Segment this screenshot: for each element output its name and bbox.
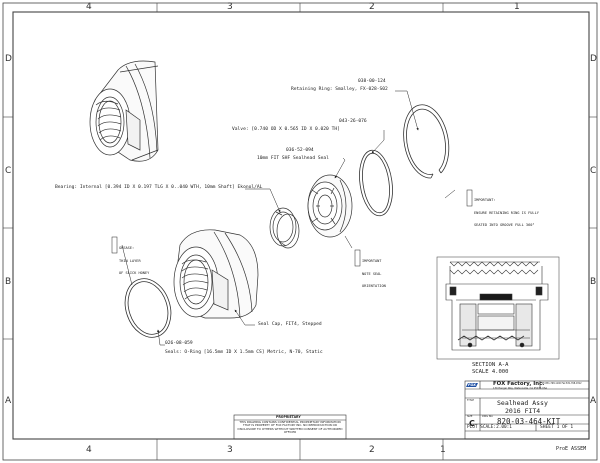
retaining-note-line: ENSURE RETAINING RING IS FULLY (474, 210, 539, 215)
seal-cap-description: Seal Cap, FIT4, Stepped (258, 322, 322, 327)
retaining-note-line: IMPORTANT: (474, 198, 496, 203)
valve-part-number: 043-26-076 (339, 119, 367, 124)
seal-orientation-note: IMPORTANT NOTE SEAL ORIENTATION (362, 251, 386, 292)
company-phone: Ph:831-768-1100 Fax:831-768-9312 (542, 382, 582, 385)
seal-part-number: 036-52-094 (286, 148, 314, 153)
drawing-number: 820-03-464-KIT (497, 417, 561, 426)
seal-description: 10mm FIT SHF Sealhead Seal (257, 156, 329, 161)
sealhead-seal-drawing (307, 174, 353, 238)
zone-bottom-2: 2 (369, 445, 375, 455)
valve-description: Valve: [0.740 OD X 0.565 ID X 0.020 TH] (232, 127, 340, 132)
size-value: C (469, 419, 475, 428)
zone-top-2: 2 (369, 2, 375, 12)
zone-left-a: A (5, 396, 12, 406)
drawing-title-line1: Sealhead Assy (497, 399, 548, 407)
zone-right-b: B (590, 277, 597, 287)
zone-right-c: C (590, 166, 597, 176)
retaining-note-line: SEATED INTO GROOVE FULL 360° (474, 223, 535, 227)
grease-note: GREASE: THIN LAYER OF SLICK HONEY (119, 238, 149, 279)
note-markers (111, 189, 473, 267)
zone-left-c: C (5, 166, 12, 176)
proe-assem: ProE ASSEM (556, 446, 587, 452)
zone-right-a: A (590, 396, 597, 406)
zone-left-b: B (5, 277, 12, 287)
oring-description: Seals: O-Ring [16.5mm ID X 1.5mm CS] Met… (165, 350, 323, 355)
valve-washer-drawing (359, 149, 393, 217)
section-view (436, 256, 560, 360)
drawing-title-line2: 2016 FIT4 (505, 407, 541, 415)
retaining-ring-part-number: 038-00-124 (358, 79, 386, 84)
leader-lines (121, 90, 456, 346)
plot-scale: PLOT SCALE:2.00:1 (467, 424, 512, 430)
title-block (233, 380, 590, 440)
section-scale: SCALE 4.000 (472, 369, 509, 375)
zone-top-1: 1 (514, 2, 520, 12)
oring-drawing (124, 278, 172, 338)
seal-cap-lower (173, 229, 259, 319)
retaining-note: IMPORTANT: ENSURE RETAINING RING IS FULL… (474, 190, 539, 231)
zone-right-d: D (590, 54, 597, 64)
dwg-no-label: DWG NO. (482, 415, 494, 418)
seal-orientation-note-line: NOTE SEAL (362, 271, 382, 276)
proprietary-title: PROPRIETARY (276, 415, 301, 419)
seal-orientation-note-line: ORIENTATION (362, 284, 386, 288)
company-name: FOX Factory, Inc. (493, 381, 545, 387)
zone-top-4: 4 (86, 2, 92, 12)
oring-part-number: 026-08-059 (165, 341, 193, 346)
bearing-drawing (269, 207, 300, 249)
grease-note-line: THIN LAYER (119, 258, 141, 263)
zone-bottom-3: 3 (227, 445, 233, 455)
retaining-ring-description: Retaining Ring: Smalley, FX-028-S02 (291, 87, 388, 92)
zone-top-3: 3 (227, 2, 233, 12)
proprietary-text: THIS DRAWING CONTAINS CONFIDENTIAL PROPR… (237, 420, 343, 435)
bearing-description: Bearing: Internal [0.394 ID X 0.197 TLG … (55, 185, 263, 190)
sheet-number: SHEET 1 OF 1 (540, 424, 574, 430)
section-title: SECTION A-A (472, 362, 509, 368)
title-label: TITLE (467, 399, 475, 402)
grease-note-line: GREASE: (119, 246, 135, 251)
grease-note-line: OF SLICK HONEY (119, 271, 150, 275)
zone-bottom-4: 4 (86, 445, 92, 455)
company-address: 130 Hangar Way, Watsonville, CA 95076 US… (493, 387, 548, 390)
seal-orientation-note-line: IMPORTANT (362, 259, 382, 264)
zone-bottom-1: 1 (440, 445, 446, 455)
zone-left-d: D (5, 54, 12, 64)
fox-logo: FOX (468, 382, 476, 387)
size-label: SIZE (467, 415, 473, 418)
seal-cap-upper (89, 60, 159, 162)
retaining-ring-drawing (403, 104, 450, 179)
